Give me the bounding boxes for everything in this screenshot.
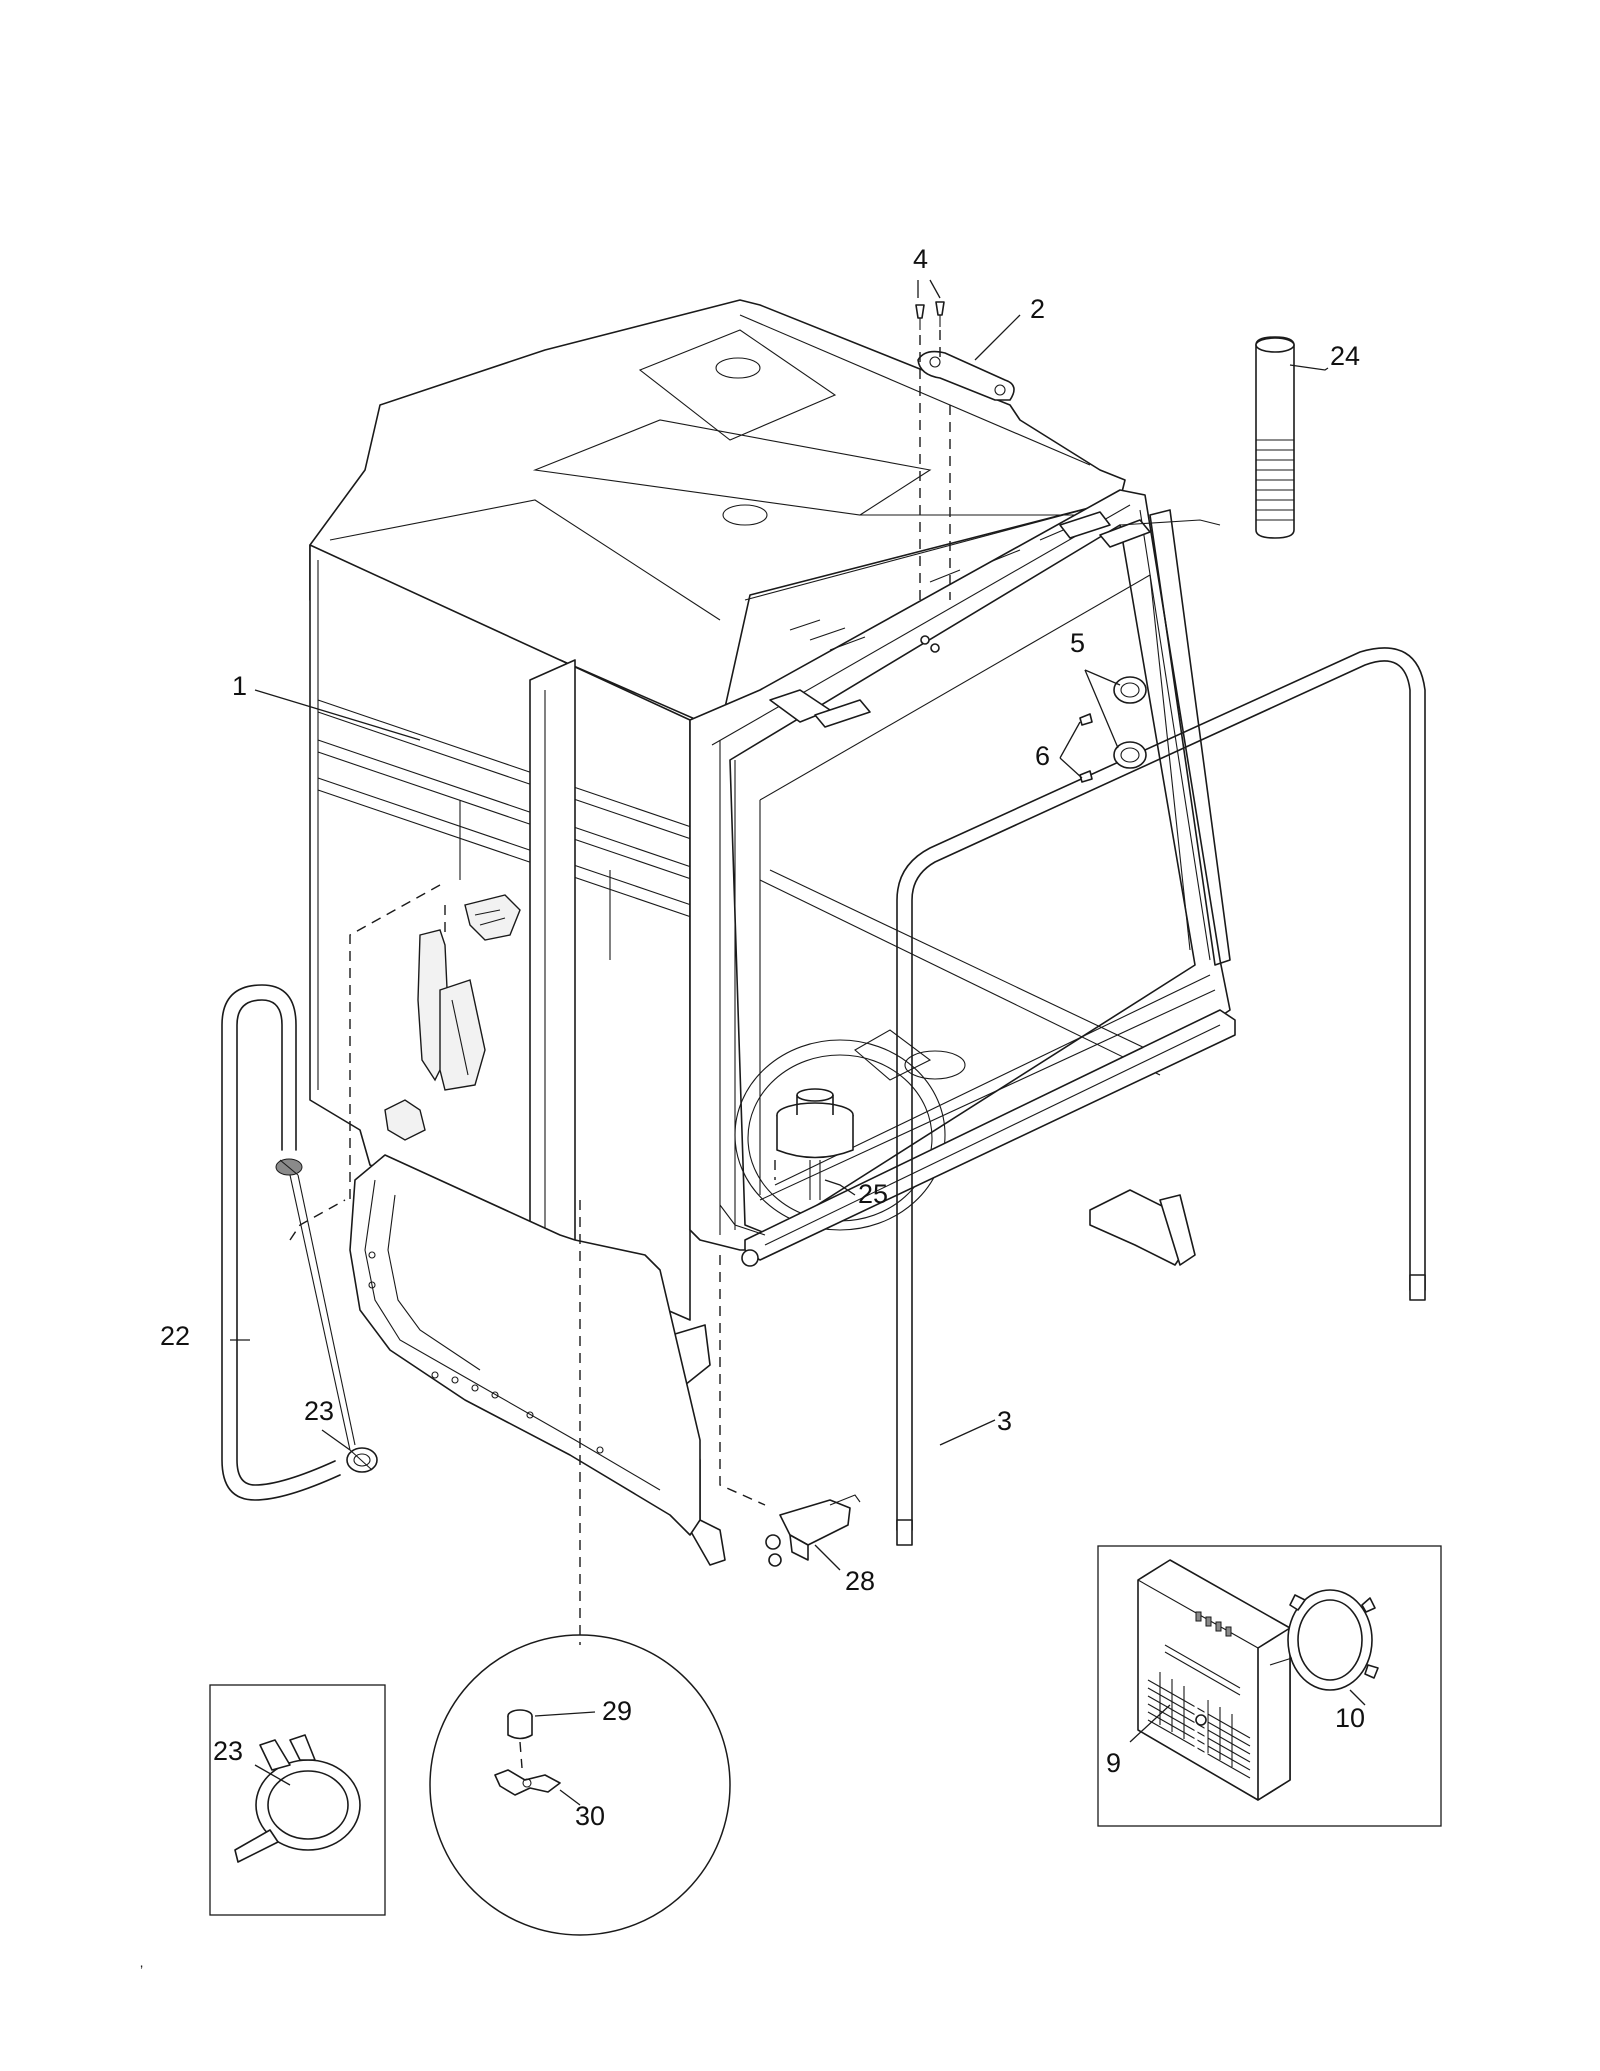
dishwasher-tub bbox=[309, 299, 1231, 1321]
callout-22: 22 bbox=[160, 1321, 190, 1351]
callout-23-detail: 23 bbox=[213, 1736, 243, 1766]
part-23-clamp-upper bbox=[275, 1158, 303, 1176]
callout-24: 24 bbox=[1330, 341, 1360, 371]
callout-28: 28 bbox=[845, 1566, 875, 1596]
part-24-leveling-leg bbox=[1255, 336, 1295, 539]
part-4-screws bbox=[915, 301, 945, 330]
callout-29: 29 bbox=[602, 1696, 632, 1726]
part-2-bracket bbox=[917, 350, 1015, 401]
part-5-grommets bbox=[1113, 676, 1147, 769]
part-25-spray-arm-support bbox=[776, 1088, 854, 1200]
callout-6: 6 bbox=[1035, 741, 1050, 771]
callout-23-upper: 23 bbox=[304, 1396, 334, 1426]
callout-30: 30 bbox=[575, 1801, 605, 1831]
detail-circle-magnet bbox=[429, 1634, 731, 1936]
detail-box-clamp bbox=[209, 1684, 386, 1916]
callout-4: 4 bbox=[913, 244, 928, 274]
part-6-screws bbox=[1079, 713, 1093, 783]
callout-10: 10 bbox=[1335, 1703, 1365, 1733]
callout-2: 2 bbox=[1030, 294, 1045, 324]
callout-3: 3 bbox=[997, 1406, 1012, 1436]
footer-mark: ’ bbox=[140, 1962, 143, 1978]
callout-1: 1 bbox=[232, 671, 247, 701]
side-gasket-strip bbox=[1149, 509, 1231, 966]
part-3-door-gasket bbox=[896, 647, 1426, 1546]
part-23-clamp-lower bbox=[346, 1447, 378, 1473]
callout-5: 5 bbox=[1070, 628, 1085, 658]
tub-base-frame bbox=[349, 1009, 1236, 1566]
detail-box-control bbox=[1097, 1545, 1442, 1827]
part-28-switch bbox=[765, 1494, 861, 1567]
part-22-hose bbox=[221, 984, 341, 1501]
callout-25: 25 bbox=[858, 1179, 888, 1209]
leader-lines bbox=[230, 279, 1366, 1806]
callout-9: 9 bbox=[1106, 1748, 1121, 1778]
